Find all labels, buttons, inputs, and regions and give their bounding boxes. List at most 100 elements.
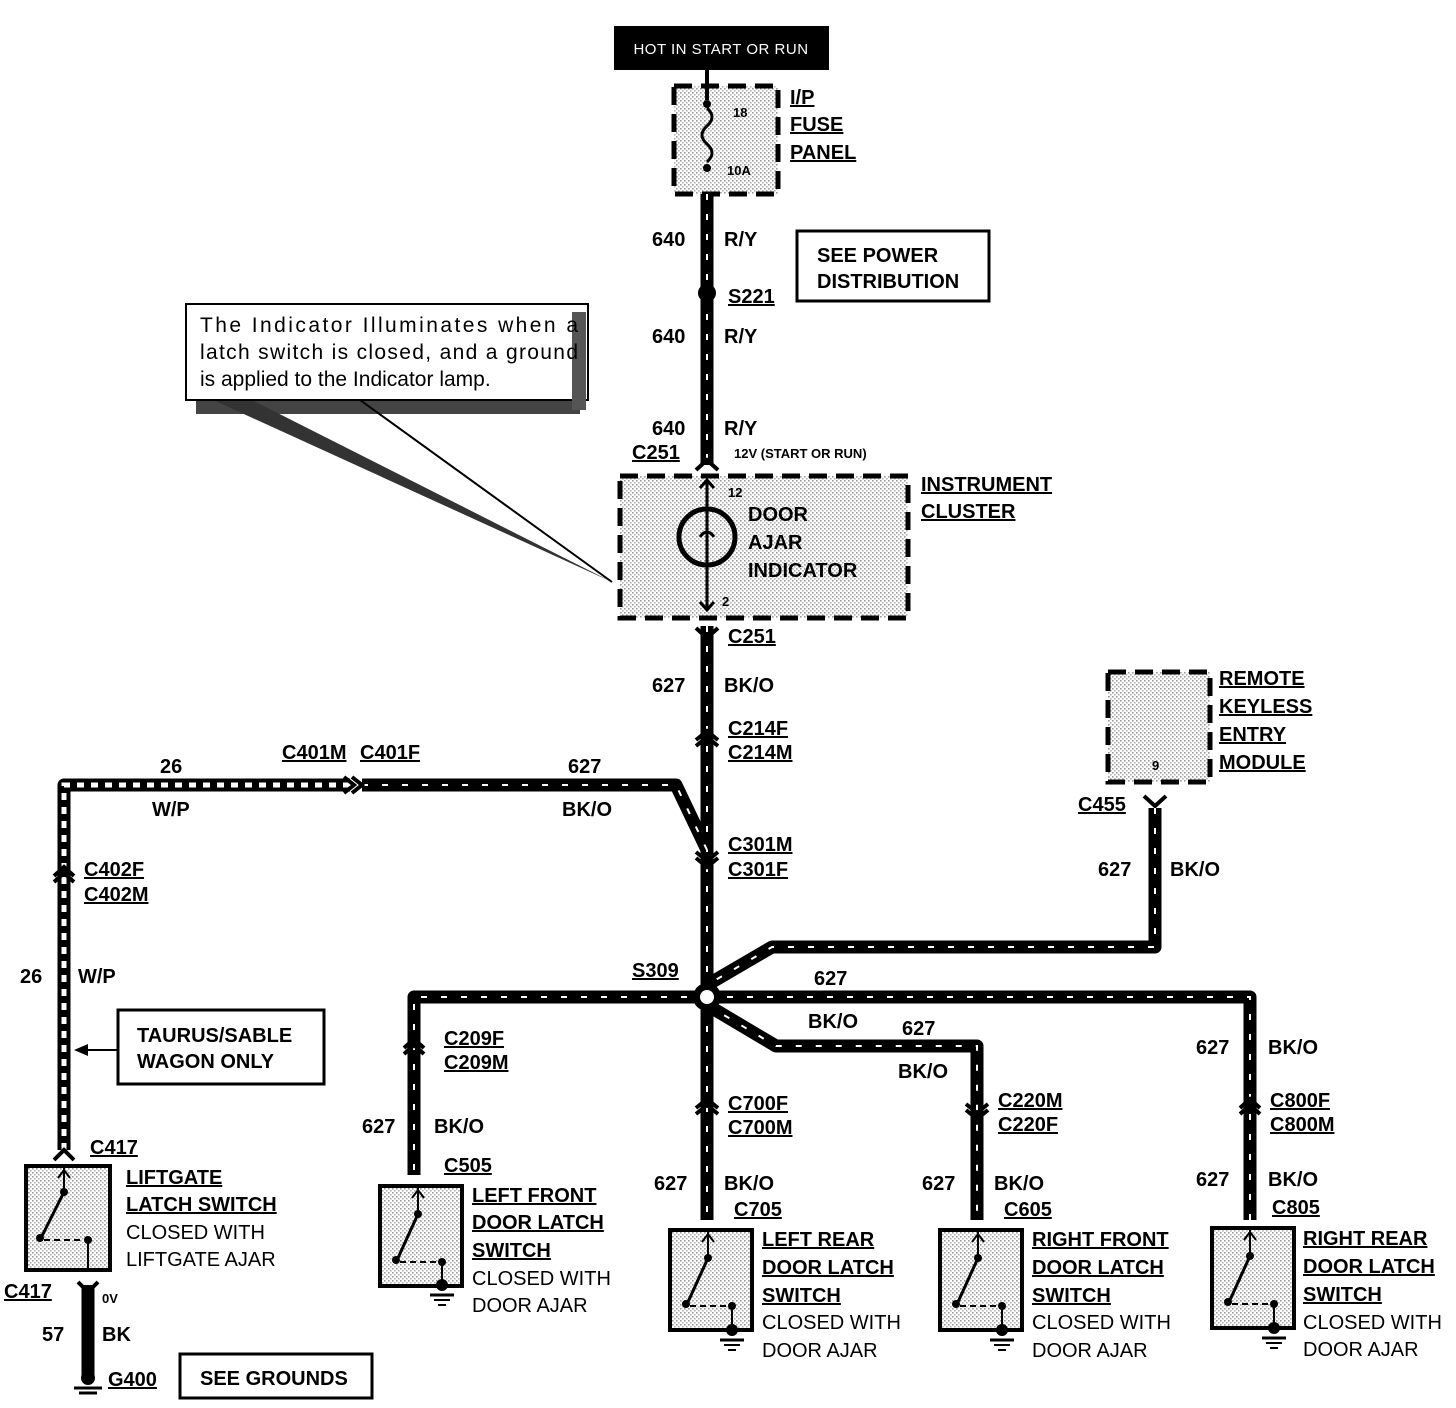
fuse-panel-label-2: FUSE <box>790 114 843 136</box>
connector-c220-icon <box>964 1102 990 1122</box>
header-box <box>614 26 829 70</box>
lamp-icon <box>676 506 738 568</box>
connector-c417-bottom: C417 <box>4 1281 52 1303</box>
see-grounds-box <box>178 1352 374 1400</box>
rf-label-3: SWITCH <box>1032 1285 1111 1307</box>
pin-2: 2 <box>722 594 729 609</box>
wire-color-bko-c: BK/O <box>808 1011 858 1033</box>
rr-label-1: RIGHT REAR <box>1303 1228 1428 1250</box>
arrow-left-icon <box>74 1044 88 1056</box>
rr-label-5: DOOR AJAR <box>1303 1339 1419 1361</box>
connector-c700-icon <box>694 1096 720 1116</box>
connector-c417-top-icon <box>52 1147 76 1162</box>
wagon-label-2: WAGON ONLY <box>137 1051 275 1073</box>
wire-color-ry-c: R/Y <box>724 418 758 440</box>
ground-icon <box>720 1324 744 1351</box>
connector-c401-icon <box>342 775 366 795</box>
liftgate-label-4: LIFTGATE AJAR <box>126 1249 276 1271</box>
voltage-12v: 12V (START OR RUN) <box>734 446 867 461</box>
note-callout: The Indicator Illuminates when a latch s… <box>185 303 613 583</box>
wire-color-ry-b: R/Y <box>724 326 758 348</box>
lr-label-5: DOOR AJAR <box>762 1340 878 1362</box>
liftgate-wires <box>52 775 713 1150</box>
rr-label-3: SWITCH <box>1303 1284 1382 1306</box>
ground-icon <box>74 1371 102 1395</box>
connector-c700f: C700F <box>728 1093 788 1115</box>
connector-c220f: C220F <box>998 1114 1058 1136</box>
lr-label-2: DOOR LATCH <box>762 1257 894 1279</box>
connector-c251-bottom: C251 <box>728 626 776 648</box>
pin-12: 12 <box>728 485 742 500</box>
connector-c401f: C401F <box>360 742 420 764</box>
wire-color-bko-e: BK/O <box>1268 1037 1318 1059</box>
wire-color-bko-d: BK/O <box>898 1061 948 1083</box>
rf-label-1: RIGHT FRONT <box>1032 1229 1169 1251</box>
note-line-2: latch switch is closed, and a ground <box>200 341 578 364</box>
branch-wires <box>407 808 1257 1220</box>
left-front-door-latch-switch: C505 LEFT FRONT DOOR LATCH SWITCH CLOSED… <box>378 1155 611 1317</box>
wagon-only-box <box>116 1008 326 1086</box>
wire-circuit-627-b: 627 <box>568 756 601 778</box>
right-front-door-latch-switch: C605 RIGHT FRONT DOOR LATCH SWITCH CLOSE… <box>938 1199 1171 1362</box>
connector-c251-top: C251 <box>632 442 680 464</box>
connector-c301-icon <box>694 850 720 870</box>
wire-circuit-627-rke: 627 <box>1098 859 1131 881</box>
cluster-label-1: INSTRUMENT <box>921 474 1052 496</box>
wire-color-bko-rf: BK/O <box>994 1173 1044 1195</box>
indicator-label-3: INDICATOR <box>748 560 858 582</box>
rr-label-2: DOOR LATCH <box>1303 1256 1435 1278</box>
cluster-label-2: CLUSTER <box>921 501 1016 523</box>
rke-pin: 9 <box>1152 758 1159 773</box>
connector-c301m: C301M <box>728 834 792 856</box>
connector-c402f: C402F <box>84 859 144 881</box>
wire-circuit-26-a: 26 <box>160 756 182 778</box>
splice-s221 <box>698 284 716 302</box>
rke-label-1: REMOTE <box>1219 668 1305 690</box>
wire-color-bko-rr: BK/O <box>1268 1169 1318 1191</box>
wire-circuit-627-a: 627 <box>652 675 685 697</box>
wire-color-ry-a: R/Y <box>724 229 758 251</box>
connector-c800m: C800M <box>1270 1114 1334 1136</box>
connector-c251-bottom-icon <box>694 626 720 641</box>
rke-label-4: MODULE <box>1219 752 1306 774</box>
wire-circuit-627-e: 627 <box>1196 1037 1229 1059</box>
connector-c401m: C401M <box>282 742 346 764</box>
see-grounds-label: SEE GROUNDS <box>200 1368 348 1390</box>
wire-circuit-640-a: 640 <box>652 229 685 251</box>
lf-label-5: DOOR AJAR <box>472 1295 588 1317</box>
ground-icon <box>430 1279 454 1306</box>
fuse-panel: 18 10A I/P FUSE PANEL <box>671 70 856 197</box>
connector-c402-icon <box>52 864 76 884</box>
wire-circuit-627-d: 627 <box>902 1018 935 1040</box>
fuse-number: 18 <box>733 105 747 120</box>
fuse-rating: 10A <box>727 163 751 178</box>
liftgate-label-2: LATCH SWITCH <box>126 1194 277 1216</box>
left-rear-door-latch-switch: C705 LEFT REAR DOOR LATCH SWITCH CLOSED … <box>668 1199 901 1362</box>
wire-circuit-640-c: 640 <box>652 418 685 440</box>
instrument-cluster: 12 2 DOOR AJAR INDICATOR INSTRUMENT CLUS… <box>617 473 1052 621</box>
wire-color-bko-lr: BK/O <box>724 1173 774 1195</box>
connector-c209m: C209M <box>444 1052 508 1074</box>
liftgate-latch-switch: C417 LIFTGATE LATCH SWITCH CLOSED WITH L… <box>24 1137 277 1272</box>
connector-c700m: C700M <box>728 1117 792 1139</box>
rf-label-4: CLOSED WITH <box>1032 1312 1171 1334</box>
ground-icon <box>1262 1322 1286 1349</box>
rr-label-4: CLOSED WITH <box>1303 1312 1442 1334</box>
liftgate-label-3: CLOSED WITH <box>126 1222 265 1244</box>
right-rear-door-latch-switch: C805 RIGHT REAR DOOR LATCH SWITCH CLOSED… <box>1210 1197 1442 1361</box>
wire-color-bko-lf: BK/O <box>434 1116 484 1138</box>
wire-circuit-640-b: 640 <box>652 326 685 348</box>
voltage-0v: 0V <box>102 1291 118 1306</box>
note-line-3: is applied to the Indicator lamp. <box>200 368 491 391</box>
lr-label-1: LEFT REAR <box>762 1229 875 1251</box>
connector-c417-bottom-icon <box>76 1280 100 1295</box>
wire-circuit-627-lf: 627 <box>362 1116 395 1138</box>
wire-circuit-627-c: 627 <box>814 968 847 990</box>
wire-circuit-627-rr: 627 <box>1196 1169 1229 1191</box>
connector-c214f: C214F <box>728 718 788 740</box>
wire-color-bko-a: BK/O <box>724 675 774 697</box>
fuse-icon <box>700 106 714 164</box>
connector-c505: C505 <box>444 1155 492 1177</box>
